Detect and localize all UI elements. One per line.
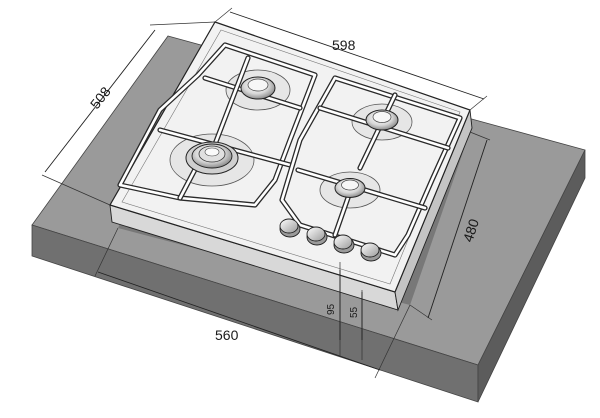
- burner-back-left: [240, 76, 276, 100]
- burners: [185, 76, 399, 198]
- hob-plate-rim: [121, 29, 461, 285]
- burner-front-right: [334, 178, 366, 198]
- dim-line-598: [229, 11, 485, 100]
- control-knob: [279, 218, 301, 238]
- dim-label-560: 560: [215, 327, 239, 343]
- hob-body: [109, 21, 473, 312]
- dim-label-598: 598: [332, 37, 356, 53]
- control-knob: [360, 242, 382, 262]
- control-knob: [333, 234, 355, 254]
- control-knobs: [279, 218, 382, 262]
- dimension-lines: [41, 7, 491, 379]
- hob-top-plate: [109, 21, 471, 293]
- dim-line-508: [44, 29, 156, 173]
- burner-front-left-wok: [185, 141, 239, 175]
- dim-label-95: 95: [326, 303, 337, 315]
- countertop-side-edge: [477, 149, 586, 403]
- dim-line-480: [427, 139, 488, 319]
- dim-line-560: [97, 271, 381, 371]
- burner-back-right: [365, 109, 399, 131]
- control-knob: [306, 226, 328, 246]
- dim-label-55: 55: [349, 306, 360, 318]
- dim-label-480: 480: [460, 217, 483, 244]
